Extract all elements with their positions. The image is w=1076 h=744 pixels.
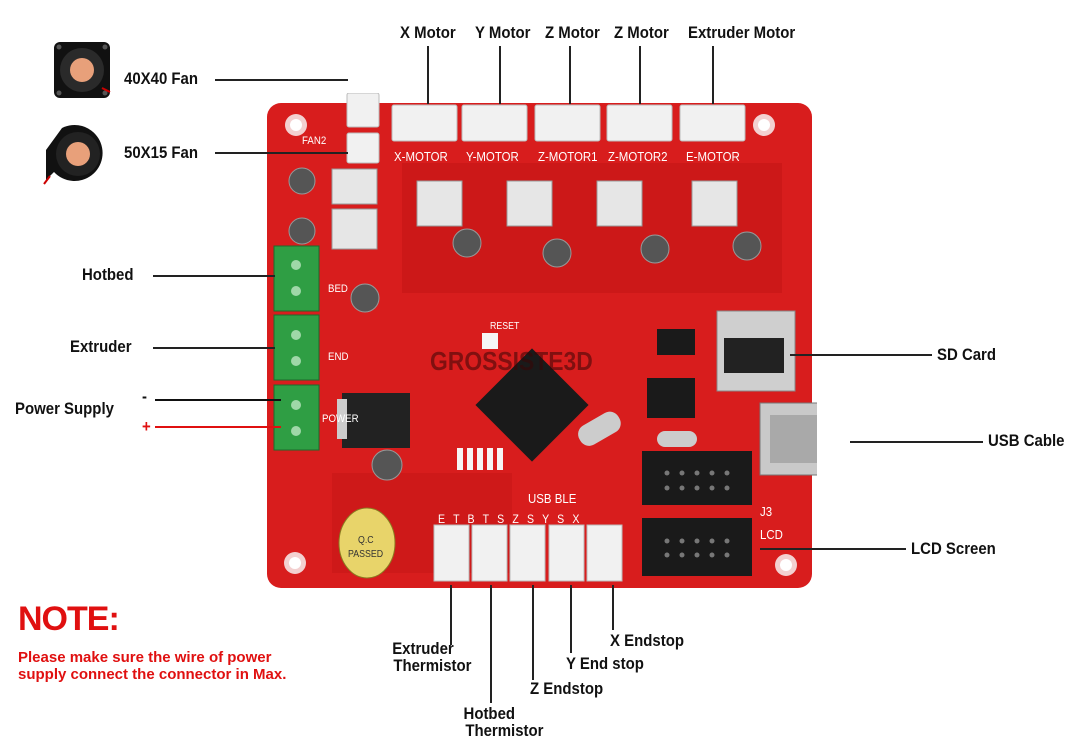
silk-usb: USB BLE [528, 491, 577, 506]
label-hotbed-thermistor-1: Hotbed [463, 704, 516, 723]
label-lcd-screen: LCD Screen [911, 539, 996, 558]
silk-y-motor: Y-MOTOR [466, 149, 519, 164]
label-extruder-thermistor-1: Extruder [392, 639, 454, 658]
label-plus: + [142, 417, 151, 436]
label-y-endstop: Y End stop [566, 654, 644, 673]
leader-hotbed-thermistor [490, 585, 492, 703]
silk-bed: BED [328, 283, 348, 295]
silk-j3: J3 [760, 504, 773, 519]
wire-minus [155, 399, 281, 401]
silk-reset: RESET [490, 321, 520, 332]
label-usb-cable: USB Cable [988, 431, 1065, 450]
silk-z-motor1: Z-MOTOR1 [538, 149, 598, 164]
silk-lcd: LCD [760, 527, 783, 542]
label-x-motor: X Motor [400, 23, 456, 42]
leader-y-endstop [570, 585, 572, 653]
leader-lcd-screen [760, 548, 906, 550]
leader-extruder-motor [712, 46, 714, 104]
label-x-endstop: X Endstop [610, 631, 684, 650]
label-z-endstop: Z Endstop [530, 679, 604, 698]
leader-fan-40 [215, 79, 348, 81]
silk-endstop-pins: E T B T S Z S Y S X [438, 512, 583, 526]
leader-fan-50 [215, 152, 348, 154]
leader-x-endstop [612, 585, 614, 630]
label-z-motor-2: Z Motor [614, 23, 669, 42]
note-body: Please make sure the wire of power suppl… [18, 649, 286, 683]
label-z-motor-1: Z Motor [545, 23, 600, 42]
leader-x-motor [427, 46, 429, 104]
qc-sticker-line2: PASSED [348, 549, 384, 560]
qc-sticker-line1: Q.C [358, 535, 374, 546]
note-line-1: Please make sure the wire of power [18, 649, 272, 666]
label-power-supply: Power Supply [15, 399, 114, 418]
leader-z-motor-2 [639, 46, 641, 104]
leader-usb-cable [850, 441, 983, 443]
note-title: NOTE: [18, 600, 120, 638]
leader-y-motor [499, 46, 501, 104]
fan-40x40-image [54, 42, 111, 98]
label-hotbed-thermistor-2: Thermistor [465, 721, 544, 740]
label-sd-card: SD Card [937, 345, 997, 364]
leader-z-endstop [532, 585, 534, 680]
silk-e-motor: E-MOTOR [686, 149, 740, 164]
label-extruder-motor: Extruder Motor [688, 23, 796, 42]
label-fan-40: 40X40 Fan [124, 69, 199, 88]
label-fan-50: 50X15 Fan [124, 143, 199, 162]
leader-z-motor-1 [569, 46, 571, 104]
silk-x-motor: X-MOTOR [394, 149, 448, 164]
silk-end: END [328, 351, 349, 363]
silk-z-motor2: Z-MOTOR2 [608, 149, 668, 164]
silk-power: POWER [322, 413, 359, 425]
leader-extruder [153, 347, 275, 349]
watermark: GROSSISTE3D [430, 346, 593, 376]
label-minus: - [142, 387, 147, 406]
wire-plus [155, 426, 281, 428]
leader-extruder-thermistor [450, 585, 452, 645]
label-extruder-thermistor-2: Thermistor [393, 656, 472, 675]
note-line-2: supply connect the connector in Max. [18, 666, 287, 683]
label-extruder: Extruder [70, 337, 132, 356]
silk-fan2: FAN2 [302, 135, 327, 147]
leader-hotbed [153, 275, 275, 277]
control-board [267, 93, 817, 588]
label-y-motor: Y Motor [475, 23, 531, 42]
fan-50x15-image [43, 125, 103, 185]
label-hotbed: Hotbed [82, 265, 134, 284]
leader-sd-card [790, 354, 932, 356]
